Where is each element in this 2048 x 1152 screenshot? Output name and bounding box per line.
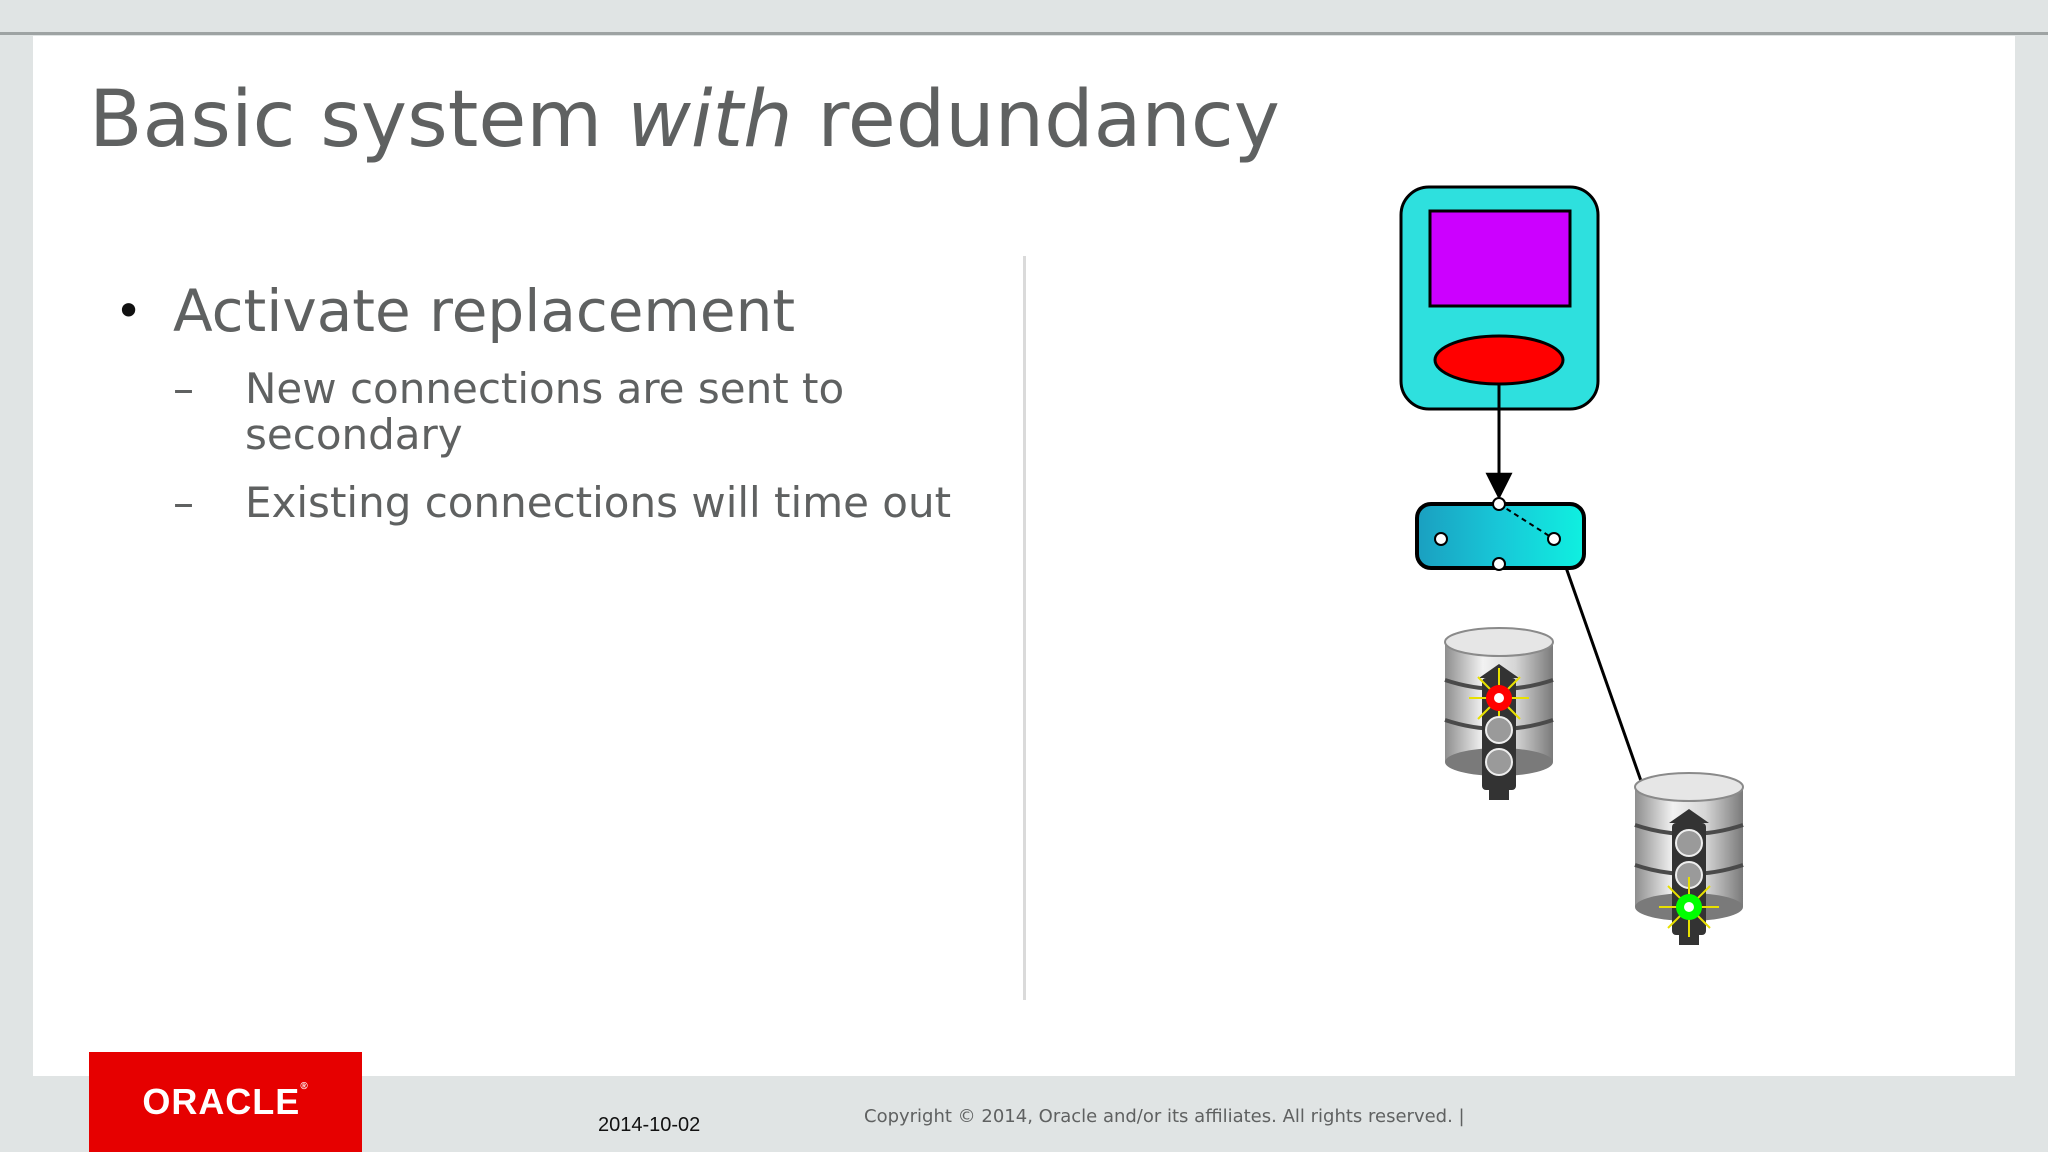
sub-bullet-text: New connections are sent to secondary xyxy=(245,364,845,459)
logo-registered-mark: ® xyxy=(300,1081,309,1092)
load-balancer-router-icon xyxy=(1415,497,1586,571)
secondary-database-icon xyxy=(1634,772,1744,945)
logo-word: ORACLE xyxy=(142,1081,301,1122)
slide-title: Basic system with redundancy xyxy=(89,70,1280,170)
top-border xyxy=(0,32,2048,35)
sub-bullet-dash: – xyxy=(173,478,194,527)
title-emphasis: with xyxy=(627,75,793,165)
slide-canvas: Basic system with redundancy • Activate … xyxy=(33,36,2015,1076)
sub-bullet-item: – Existing connections will time out xyxy=(115,480,1035,526)
traffic-light-icon xyxy=(1659,809,1719,945)
sub-bullet-item: – New connections are sent to secondary xyxy=(115,366,1035,458)
title-prefix: Basic system xyxy=(89,75,628,165)
bullet-item: • Activate replacement xyxy=(115,276,1035,346)
title-suffix: redundancy xyxy=(792,75,1280,165)
traffic-light-icon xyxy=(1469,664,1529,800)
client-computer-icon xyxy=(1399,185,1600,411)
footer-copyright: Copyright © 2014, Oracle and/or its affi… xyxy=(864,1106,1465,1127)
sub-bullet-dash: – xyxy=(173,364,194,413)
architecture-diagram xyxy=(1399,185,1744,945)
bullet-text: Activate replacement xyxy=(173,277,796,345)
primary-database-icon xyxy=(1444,627,1554,800)
bullet-list: • Activate replacement – New connections… xyxy=(115,276,1035,548)
sub-bullet-text: Existing connections will time out xyxy=(245,478,952,527)
oracle-logo: ORACLE® xyxy=(89,1052,362,1152)
bullet-dot: • xyxy=(115,284,143,338)
footer-date: 2014-10-02 xyxy=(598,1114,701,1136)
column-divider xyxy=(1023,256,1026,1000)
logo-text: ORACLE® xyxy=(142,1081,308,1123)
